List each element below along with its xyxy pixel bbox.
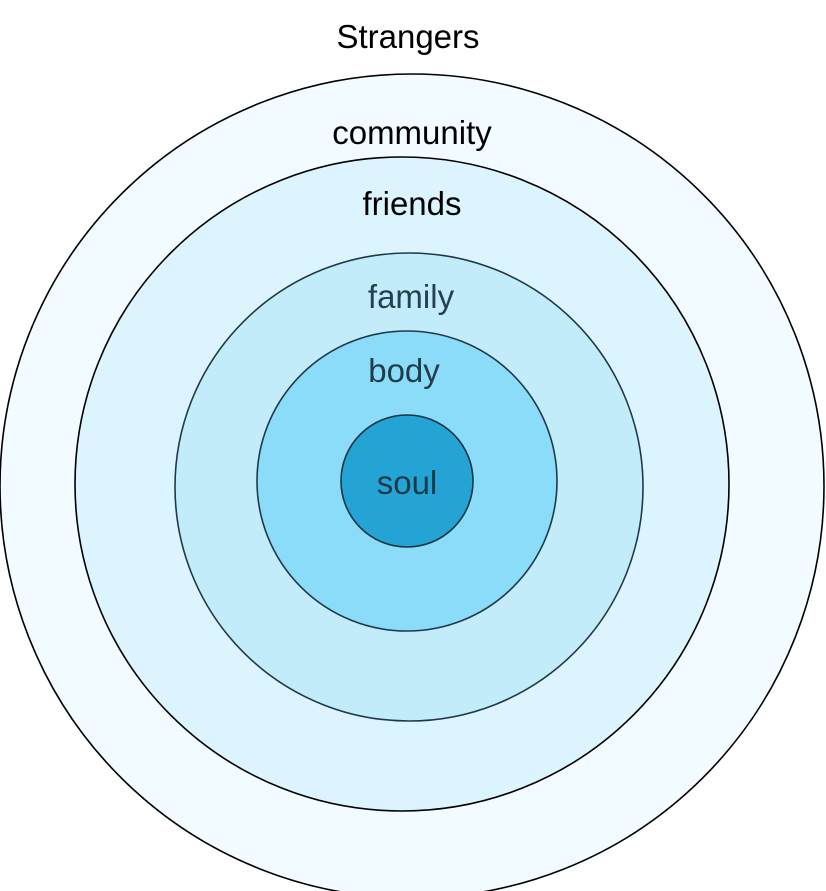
body-label: body xyxy=(368,352,440,389)
strangers-label: Strangers xyxy=(336,18,479,55)
soul-circle xyxy=(340,414,474,548)
friends-label: friends xyxy=(362,185,461,222)
family-label: family xyxy=(368,278,455,315)
soul-label: soul xyxy=(377,464,438,501)
community-label: community xyxy=(332,114,492,151)
